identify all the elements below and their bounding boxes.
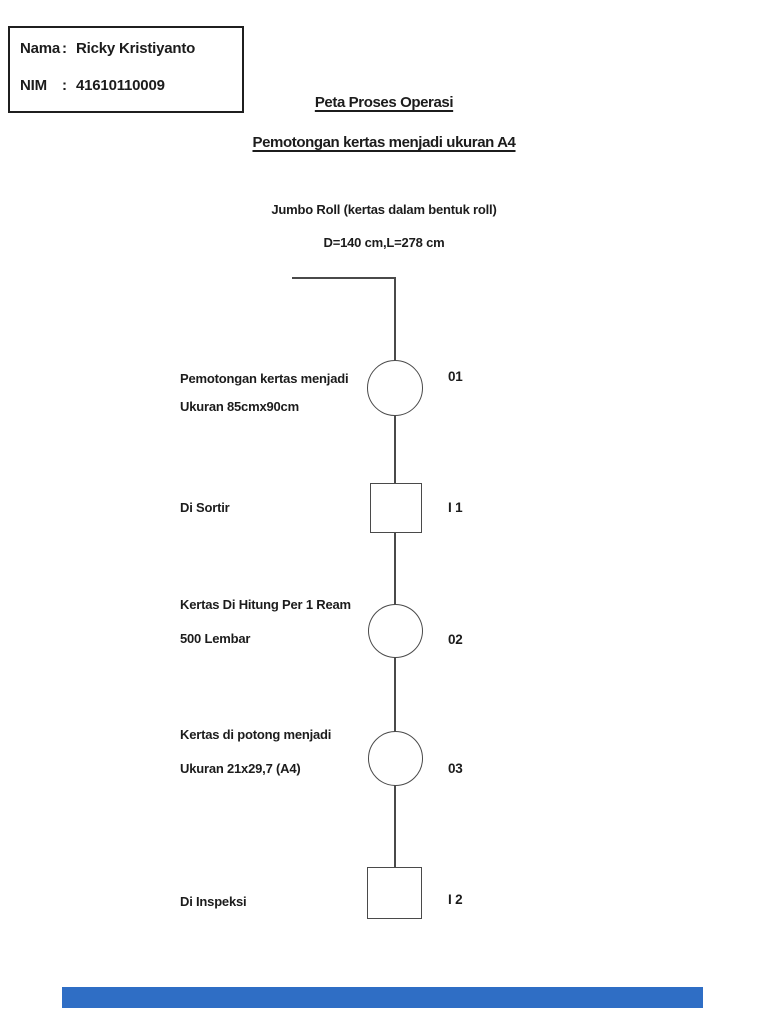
step5-description-line1: Di Inspeksi: [180, 894, 247, 909]
student-nim-row: NIM : 41610110009: [20, 77, 242, 95]
step3-description-line2: 500 Lembar: [180, 631, 251, 646]
operation-circle-02: [368, 604, 423, 658]
inspection-square-i2: [367, 867, 422, 919]
page-title: Peta Proses Operasi: [314, 94, 454, 111]
step3-description-line1: Kertas Di Hitung Per 1 Ream: [180, 597, 351, 612]
step4-symbol-label: 03: [448, 761, 463, 776]
inspection-square-i1: [370, 483, 422, 533]
step2-symbol-label: I 1: [448, 500, 463, 515]
connector-line-top-horizontal: [292, 277, 396, 279]
operation-circle-03: [368, 731, 423, 786]
connector-line-2: [394, 415, 396, 484]
source-dimensions-text: D=140 cm,L=278 cm: [323, 235, 445, 250]
name-value: Ricky Kristiyanto: [76, 40, 196, 57]
name-colon: :: [62, 40, 67, 57]
step5-symbol-label: I 2: [448, 892, 463, 907]
nim-label: NIM: [20, 77, 47, 94]
connector-line-3: [394, 532, 396, 606]
step3-symbol-label: 02: [448, 632, 463, 647]
step1-description-line1: Pemotongan kertas menjadi: [180, 371, 349, 386]
step1-description-line2: Ukuran 85cmx90cm: [180, 399, 299, 414]
connector-line-5: [394, 784, 396, 868]
step1-symbol-label: 01: [448, 369, 463, 384]
bottom-blue-bar: [62, 987, 703, 1008]
step2-description-line1: Di Sortir: [180, 500, 230, 515]
student-name-row: Nama : Ricky Kristiyanto: [20, 40, 242, 58]
nim-colon: :: [62, 77, 67, 94]
name-label: Nama: [20, 40, 61, 57]
step4-description-line2: Ukuran 21x29,7 (A4): [180, 761, 301, 776]
connector-line-1: [394, 277, 396, 361]
nim-value: 41610110009: [76, 77, 165, 94]
page-subtitle: Pemotongan kertas menjadi ukuran A4: [252, 134, 516, 151]
operation-circle-01: [367, 360, 423, 416]
student-id-box: Nama : Ricky Kristiyanto NIM : 416101100…: [8, 26, 244, 113]
connector-line-4: [394, 656, 396, 733]
source-material-text: Jumbo Roll (kertas dalam bentuk roll): [271, 202, 497, 217]
step4-description-line1: Kertas di potong menjadi: [180, 727, 332, 742]
